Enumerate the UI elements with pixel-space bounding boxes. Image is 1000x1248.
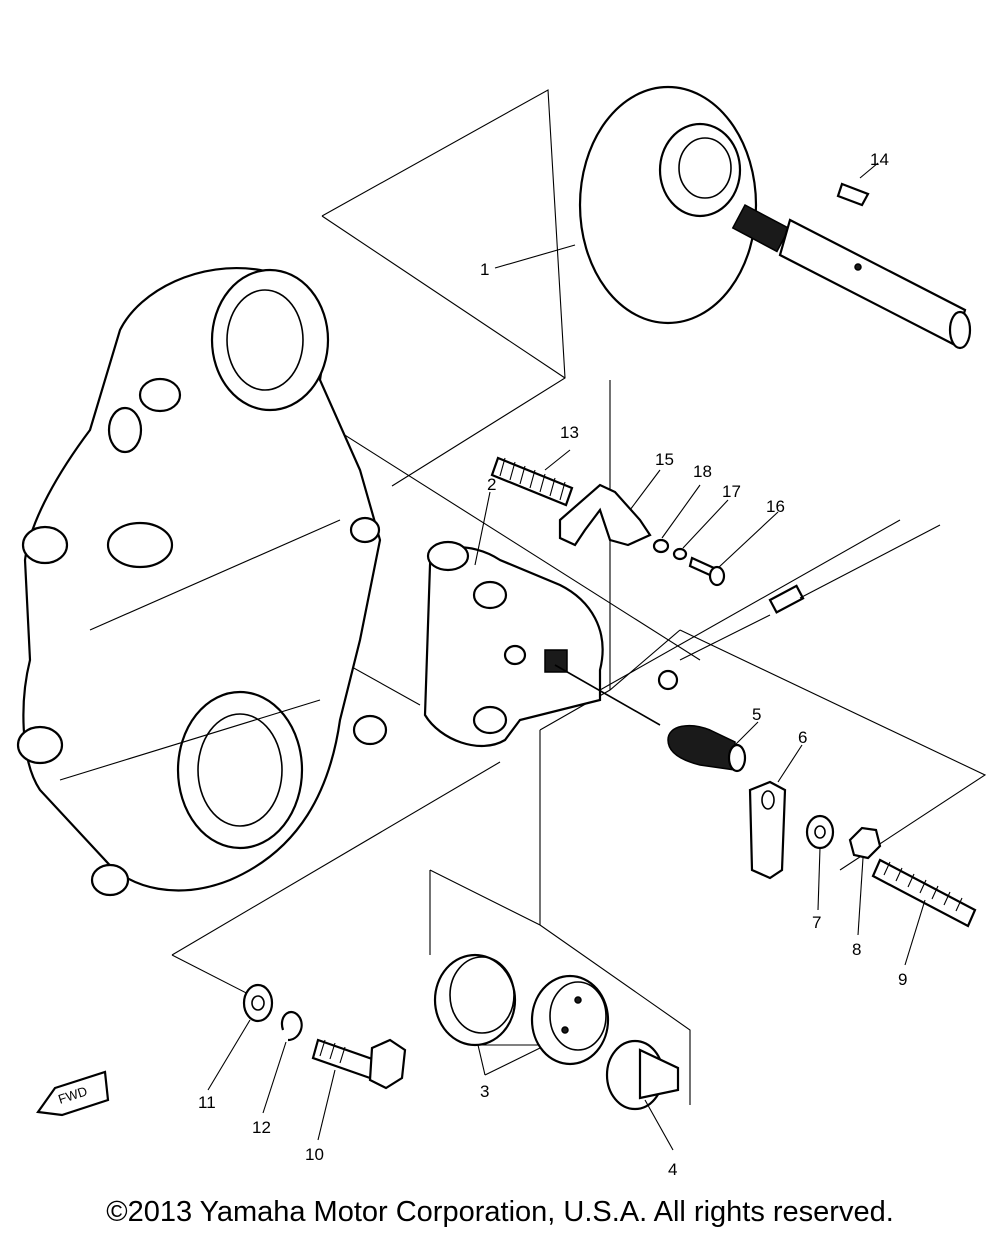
callout-1: 1 [480, 260, 489, 279]
part-1-sheave-assembly [578, 85, 972, 350]
callout-5: 5 [752, 705, 761, 724]
parts-16-17-18-screw-washers [652, 538, 726, 587]
part-13-spring [490, 456, 574, 507]
callout-15: 15 [655, 450, 674, 469]
part-14-key [836, 162, 879, 207]
callout-2: 2 [487, 475, 496, 494]
callout-7: 7 [812, 913, 821, 932]
callout-12: 12 [252, 1118, 271, 1137]
callout-16: 16 [766, 497, 785, 516]
callout-4: 4 [668, 1160, 677, 1179]
callout-9: 9 [898, 970, 907, 989]
fwd-direction-arrow: FWD [36, 1070, 110, 1117]
callout-13: 13 [560, 423, 579, 442]
housing-case [16, 266, 388, 897]
part-3-cap-assembly [433, 953, 610, 1066]
part-4-cap [605, 1039, 680, 1111]
part-11-washer [242, 983, 274, 1023]
part-6-lever [748, 780, 787, 880]
leader-lines [207, 244, 926, 1151]
callout-6: 6 [798, 728, 807, 747]
callout-17: 17 [722, 482, 741, 501]
part-7-washer [805, 814, 835, 850]
part-8-nut [848, 826, 882, 860]
control-cable [657, 524, 941, 691]
callout-8: 8 [852, 940, 861, 959]
part-12-lock-washer [280, 1011, 303, 1042]
callout-10: 10 [305, 1145, 324, 1164]
callout-3: 3 [480, 1082, 489, 1101]
part-5-gear [667, 724, 747, 773]
part-2-bracket [423, 540, 661, 748]
callout-14: 14 [870, 150, 889, 169]
part-15-clamp [558, 483, 652, 547]
copyright-notice: ©2013 Yamaha Motor Corporation, U.S.A. A… [106, 1196, 894, 1228]
part-10-bolt [311, 1038, 407, 1090]
callout-11: 11 [198, 1093, 216, 1112]
part-9-threaded-rod [871, 858, 977, 928]
exploded-parts-diagram: FWD 1 2 3 4 5 6 7 8 9 10 11 12 13 [16, 85, 987, 1179]
callout-labels: 1 2 3 4 5 6 7 8 9 10 11 12 13 14 15 16 1… [198, 150, 907, 1179]
callout-18: 18 [693, 462, 712, 481]
